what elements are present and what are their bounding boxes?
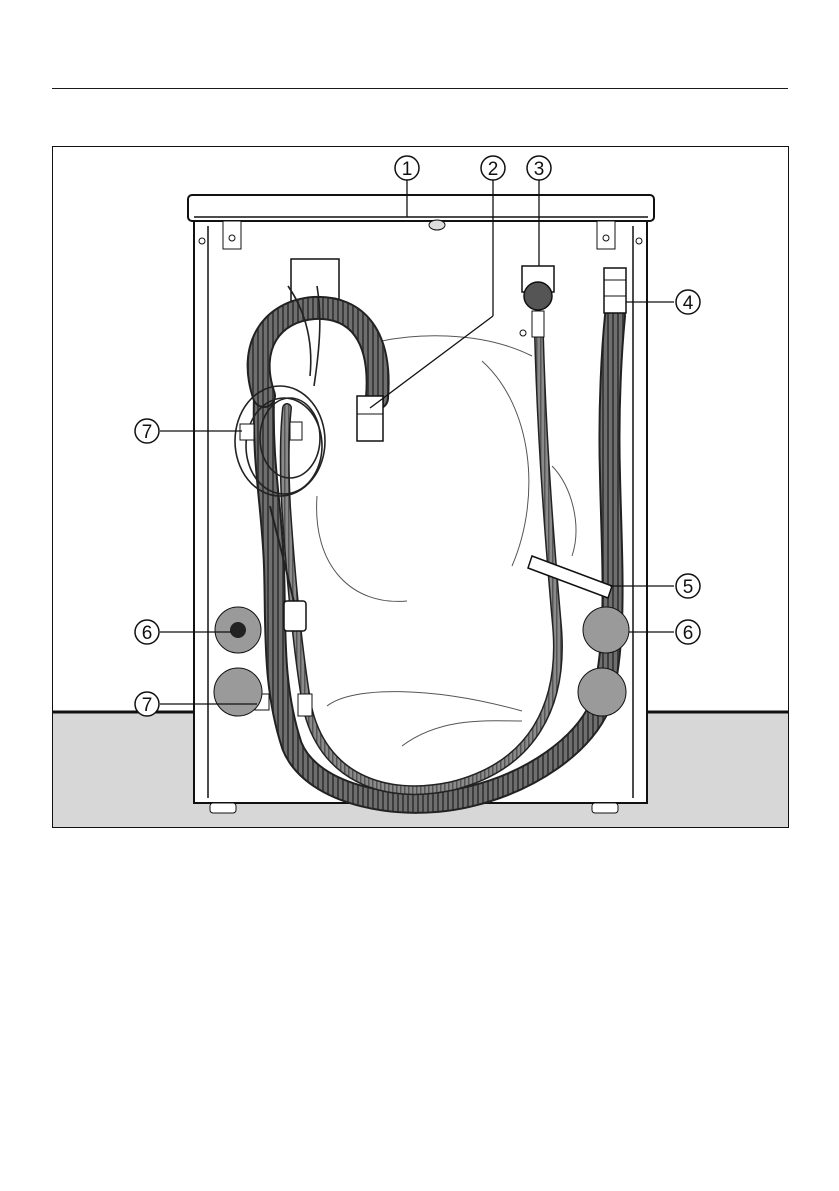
- lid-knob: [429, 220, 445, 230]
- screw-right: [636, 238, 642, 244]
- foot-left: [210, 803, 236, 813]
- callout-7-lower: 7: [135, 692, 159, 716]
- hose-clip-upper: [240, 424, 254, 440]
- callout-1: 1: [395, 156, 419, 180]
- svg-text:7: 7: [142, 695, 153, 716]
- hose-clip-lower-2: [298, 694, 312, 716]
- svg-text:5: 5: [683, 577, 694, 598]
- header-divider: [52, 88, 788, 89]
- svg-text:1: 1: [402, 159, 413, 180]
- screw-left: [199, 238, 205, 244]
- hose-hook: [291, 259, 339, 301]
- washing-machine-rear-diagram: 1 2 3 4 5 6 6 7 7: [52, 146, 789, 828]
- inlet-valve-nut: [532, 311, 544, 337]
- svg-text:6: 6: [142, 623, 153, 644]
- transit-bolt-upper-right: [583, 607, 629, 653]
- callout-3: 3: [527, 156, 551, 180]
- hose-clip-upper-2: [290, 422, 302, 440]
- callout-7-upper: 7: [135, 419, 159, 443]
- callout-6-right: 6: [676, 620, 700, 644]
- inlet-valve-connector: [524, 282, 552, 310]
- mains-plug: [284, 601, 306, 631]
- svg-text:2: 2: [488, 159, 499, 180]
- foot-right: [592, 803, 618, 813]
- inlet-hose-connector: [604, 268, 626, 313]
- drain-hose-elbow: [357, 396, 383, 441]
- callout-4: 4: [676, 290, 700, 314]
- callout-5: 5: [676, 574, 700, 598]
- svg-text:6: 6: [683, 623, 694, 644]
- callout-2: 2: [481, 156, 505, 180]
- bracket-left-hole: [229, 235, 235, 241]
- callout-6-left: 6: [135, 620, 159, 644]
- svg-text:7: 7: [142, 422, 153, 443]
- svg-text:3: 3: [534, 159, 545, 180]
- transit-bolt-lower-left: [214, 668, 262, 716]
- transit-bolt-lower-right: [578, 668, 626, 716]
- transit-bolt-upper-left-hub: [230, 622, 246, 638]
- bracket-right-hole: [603, 235, 609, 241]
- svg-text:4: 4: [683, 293, 694, 314]
